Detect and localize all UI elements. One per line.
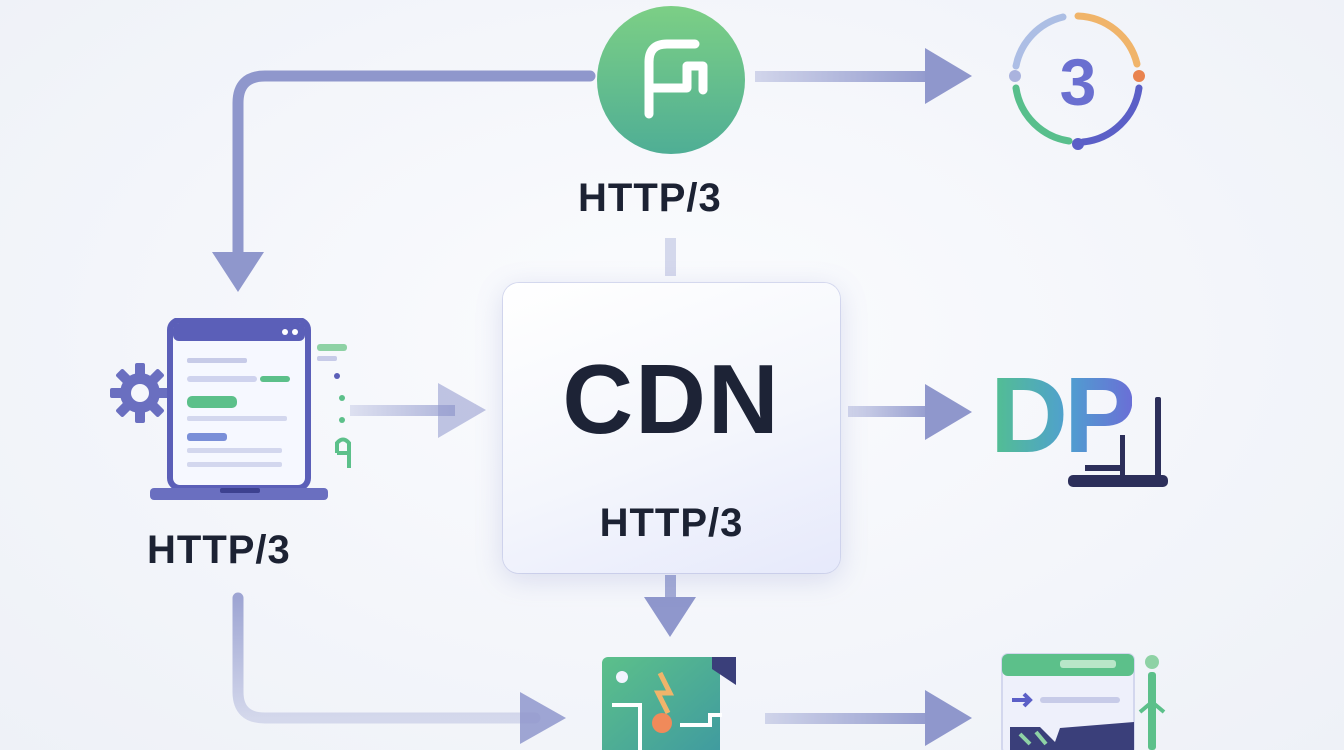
bottom-right-window-icon xyxy=(1001,653,1166,750)
bottom-center-app-icon xyxy=(602,657,736,750)
dp-logo: DP xyxy=(990,354,1136,475)
numbered-cycle-icon xyxy=(1009,12,1145,150)
cdn-protocol-label: HTTP/3 xyxy=(599,501,744,545)
arrow-cdn-down xyxy=(665,575,676,607)
arrow-top-to-cdn xyxy=(665,238,676,276)
dp-stand-icon xyxy=(1068,397,1168,487)
arrowhead-top-right xyxy=(925,48,972,104)
arrowhead-bottom-right xyxy=(925,690,972,746)
arrowhead-client-down xyxy=(212,252,264,292)
arrow-top-right xyxy=(755,71,940,82)
arrowhead-client-to-cdn xyxy=(438,383,486,438)
arrowhead-bottom-center xyxy=(520,692,566,744)
top-protocol-label: HTTP/3 xyxy=(578,176,722,220)
arrow-bottom-right xyxy=(765,713,943,724)
top-green-circle-icon xyxy=(597,6,745,154)
arrow-cdn-to-dp xyxy=(848,406,938,417)
arrowhead-cdn-to-dp xyxy=(925,384,972,440)
cdn-title: CDN xyxy=(562,344,781,454)
arrow-client-to-cdn xyxy=(350,405,455,416)
client-laptop-icon xyxy=(110,318,351,500)
arrow-client-to-bottom xyxy=(232,592,541,724)
cdn-node: CDN HTTP/3 xyxy=(503,283,840,573)
arrow-top-to-client xyxy=(232,70,596,268)
badge-number: 3 xyxy=(1059,45,1097,119)
client-protocol-label: HTTP/3 xyxy=(147,528,291,572)
arrowhead-cdn-down xyxy=(644,597,696,637)
